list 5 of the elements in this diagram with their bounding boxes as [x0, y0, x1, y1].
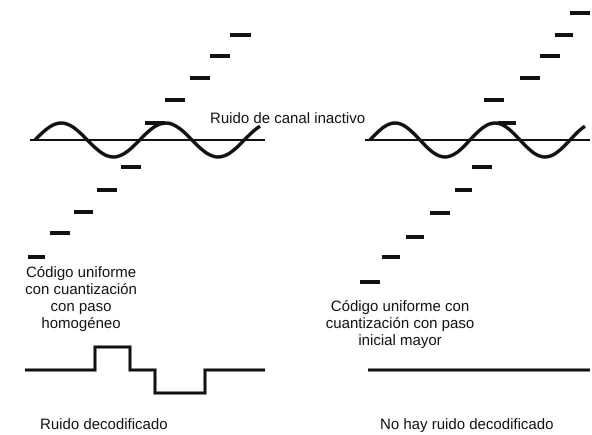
caption-text: No hay ruido decodificado: [380, 416, 554, 433]
caption-text: Código uniforme con cuantización con paso inicial mayor: [324, 298, 476, 349]
heading-text: Ruido de canal inactivo: [210, 110, 366, 127]
caption-text: Código uniforme con cuantización con paso homogéneo: [24, 264, 138, 332]
caption-text: Ruido decodificado: [40, 416, 169, 433]
